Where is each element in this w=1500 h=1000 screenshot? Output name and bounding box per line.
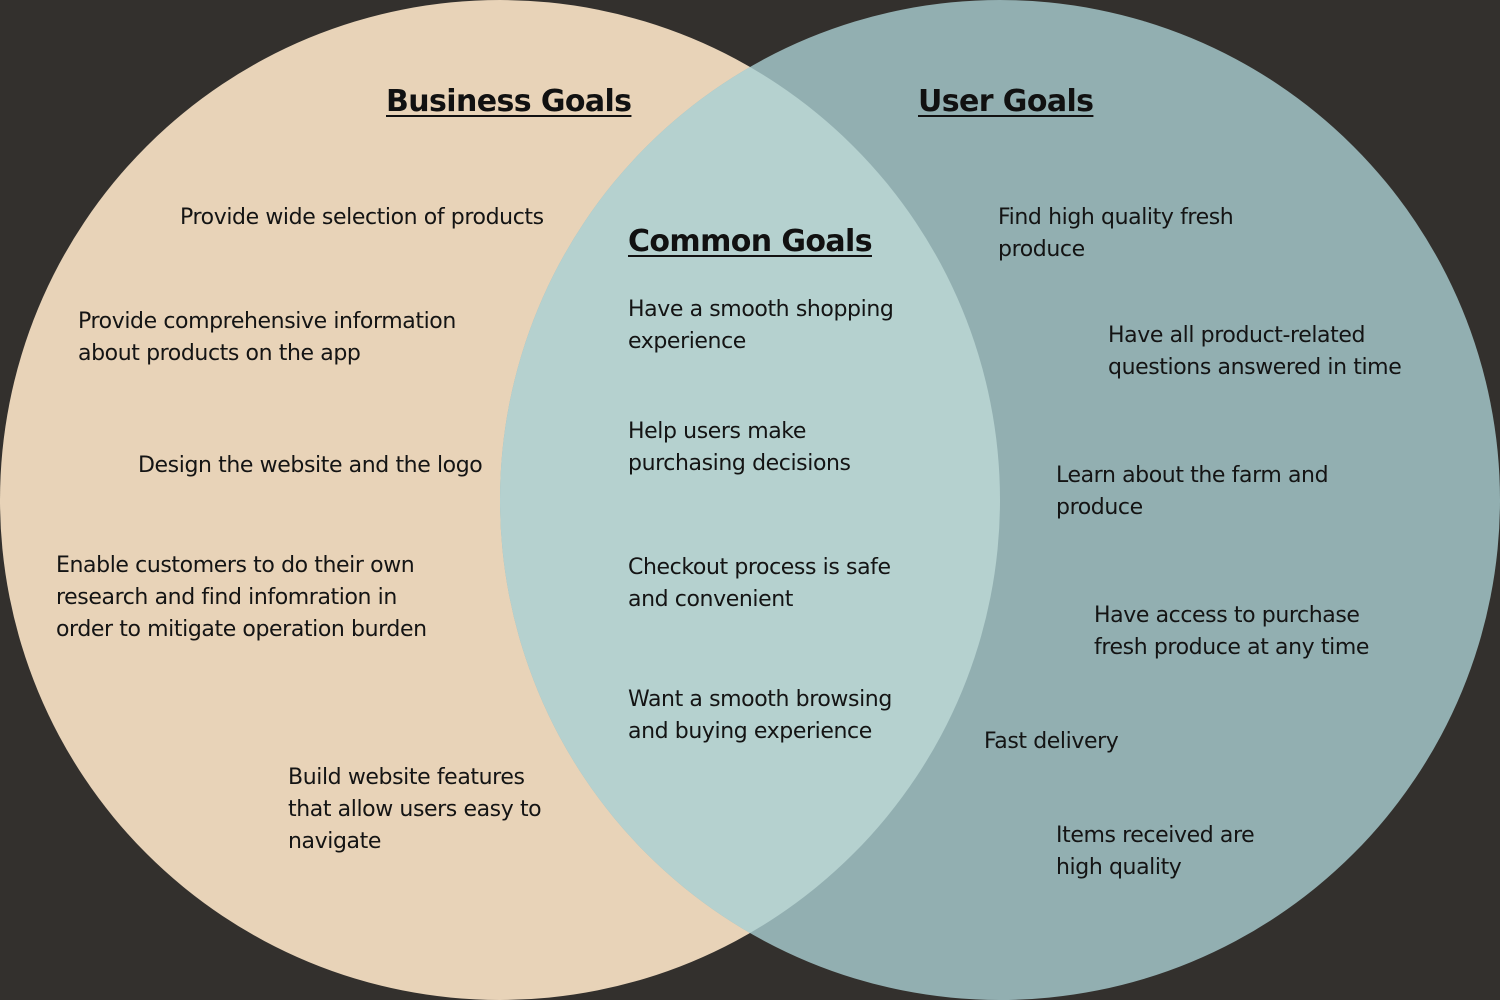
business-goal-item: Enable customers to do their own researc… <box>56 553 427 642</box>
common-goal-item: Want a smooth browsing and buying experi… <box>628 687 892 744</box>
common-goal-item: Help users make purchasing decisions <box>628 419 851 476</box>
business-goal-item: Provide wide selection of products <box>180 205 544 230</box>
user-goal-item: Find high quality fresh produce <box>998 205 1234 262</box>
user-goal-item: Items received are high quality <box>1056 823 1255 880</box>
business-goals-heading: Business Goals <box>386 84 632 119</box>
user-goal-item: Have all product-related questions answe… <box>1108 323 1402 380</box>
user-goal-item: Have access to purchase fresh produce at… <box>1094 603 1370 660</box>
common-goal-item: Checkout process is safe and convenient <box>628 555 891 612</box>
overlap-region <box>500 0 1000 1000</box>
user-goal-item: Fast delivery <box>984 729 1119 754</box>
user-goal-item: Learn about the farm and produce <box>1056 463 1329 520</box>
business-goal-item: Build website features that allow users … <box>288 765 542 854</box>
business-goal-item: Design the website and the logo <box>138 453 483 478</box>
common-goal-item: Have a smooth shopping experience <box>628 297 894 354</box>
business-goal-item: Provide comprehensive information about … <box>78 309 456 366</box>
common-goals-heading: Common Goals <box>628 224 873 259</box>
user-goals-heading: User Goals <box>918 84 1094 119</box>
